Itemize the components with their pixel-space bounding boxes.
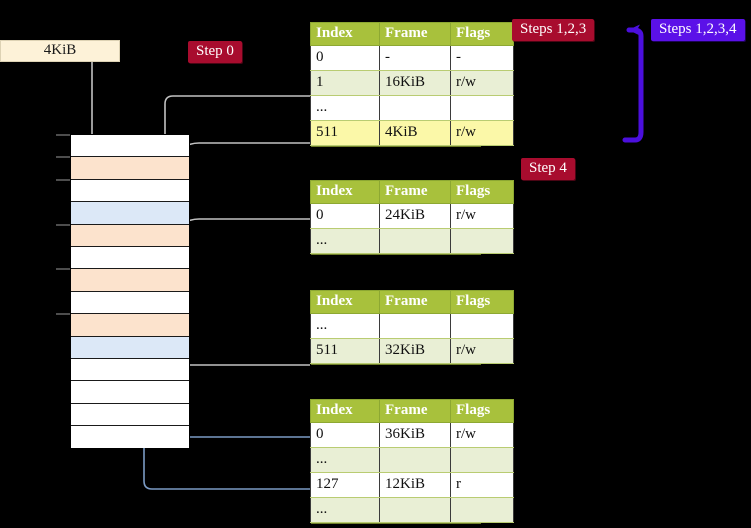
- memory-frame-row: [71, 381, 189, 404]
- step-transition-arrow: [622, 24, 644, 143]
- memory-frame-row: [71, 269, 189, 292]
- memory-frame-row: [71, 358, 189, 382]
- table-cell: [379, 497, 451, 523]
- table-cell: 24KiB: [379, 203, 451, 229]
- column-header-index: Index: [310, 399, 380, 423]
- memory-frame-row: [71, 291, 189, 315]
- table-cell: 511: [310, 120, 380, 146]
- memory-frame-row: [71, 403, 189, 427]
- table-row: ...: [310, 95, 514, 121]
- table-cell: ...: [310, 313, 380, 339]
- table-cell: -: [450, 45, 514, 71]
- column-header-index: Index: [310, 22, 380, 46]
- table-row: 0--: [310, 45, 514, 71]
- table-cell: [379, 95, 451, 121]
- table-cell: 0: [310, 203, 380, 229]
- memory-frame-row: [71, 336, 189, 359]
- table-cell: r/w: [450, 70, 514, 96]
- table-cell: [450, 447, 514, 473]
- table-cell: 16KiB: [379, 70, 451, 96]
- step-badge-step0: Step 0: [188, 41, 242, 63]
- table-cell: 1: [310, 70, 380, 96]
- memory-frame-row: [71, 224, 189, 247]
- table-cell: [379, 313, 451, 339]
- memory-scale-tick: [56, 268, 70, 271]
- table-cell: ...: [310, 497, 380, 523]
- size-box-label: 4KiB: [43, 42, 77, 58]
- table-cell: ...: [310, 447, 380, 473]
- table-cell: r/w: [450, 338, 514, 364]
- table-cell: 511: [310, 338, 380, 364]
- table-cell: 0: [310, 45, 380, 71]
- column-header-index: Index: [310, 180, 380, 204]
- table-cell: r: [450, 472, 514, 498]
- table-row: ...: [310, 447, 514, 473]
- column-header-frame: Frame: [379, 399, 451, 423]
- memory-frame-row: [71, 202, 189, 225]
- table-cell: [379, 228, 451, 254]
- table-cell: r/w: [450, 203, 514, 229]
- column-header-frame: Frame: [379, 290, 451, 314]
- memory-scale-tick: [56, 223, 70, 226]
- step-badge-steps123: Steps 1,2,3: [512, 19, 595, 41]
- table-cell: r/w: [450, 422, 514, 448]
- table-cell: [450, 228, 514, 254]
- table-row: ...: [310, 228, 514, 254]
- memory-frame-row: [71, 179, 189, 203]
- table-row: ...: [310, 497, 514, 523]
- memory-frame-row: [71, 157, 189, 180]
- column-header-flags: Flags: [450, 22, 514, 46]
- table-cell: 12KiB: [379, 472, 451, 498]
- connector-pd-to-memory: [168, 311, 310, 366]
- size-box-4kib: 4KiB: [0, 40, 120, 62]
- table-cell: 32KiB: [379, 338, 451, 364]
- memory-frame-row: [71, 246, 189, 270]
- column-header-flags: Flags: [450, 180, 514, 204]
- table-cell: 4KiB: [379, 120, 451, 146]
- table-cell: [450, 95, 514, 121]
- table-cell: 36KiB: [379, 422, 451, 448]
- table-cell: ...: [310, 228, 380, 254]
- memory-scale-tick: [56, 134, 70, 136]
- memory-frame-row: [71, 426, 189, 449]
- physical-memory-column: [70, 134, 190, 449]
- step-badge-step4: Step 4: [521, 158, 575, 180]
- table-cell: ...: [310, 95, 380, 121]
- table-cell: 127: [310, 472, 380, 498]
- memory-scale-tick: [56, 313, 70, 316]
- table-cell: [379, 447, 451, 473]
- table-cell: 0: [310, 422, 380, 448]
- step-badge-steps1234: Steps 1,2,3,4: [651, 19, 745, 41]
- memory-frame-row: [71, 314, 189, 337]
- table-cell: [450, 497, 514, 523]
- memory-scale-tick: [56, 156, 70, 159]
- table-row: ...: [310, 313, 514, 339]
- column-header-flags: Flags: [450, 290, 514, 314]
- column-header-flags: Flags: [450, 399, 514, 423]
- memory-frame-row: [71, 135, 189, 158]
- column-header-index: Index: [310, 290, 380, 314]
- column-header-frame: Frame: [379, 22, 451, 46]
- table-cell: [450, 313, 514, 339]
- table-cell: r/w: [450, 120, 514, 146]
- connector-pdpt-to-memory: [174, 218, 310, 247]
- memory-scale-tick: [56, 178, 70, 181]
- column-header-frame: Frame: [379, 180, 451, 204]
- table-cell: -: [379, 45, 451, 71]
